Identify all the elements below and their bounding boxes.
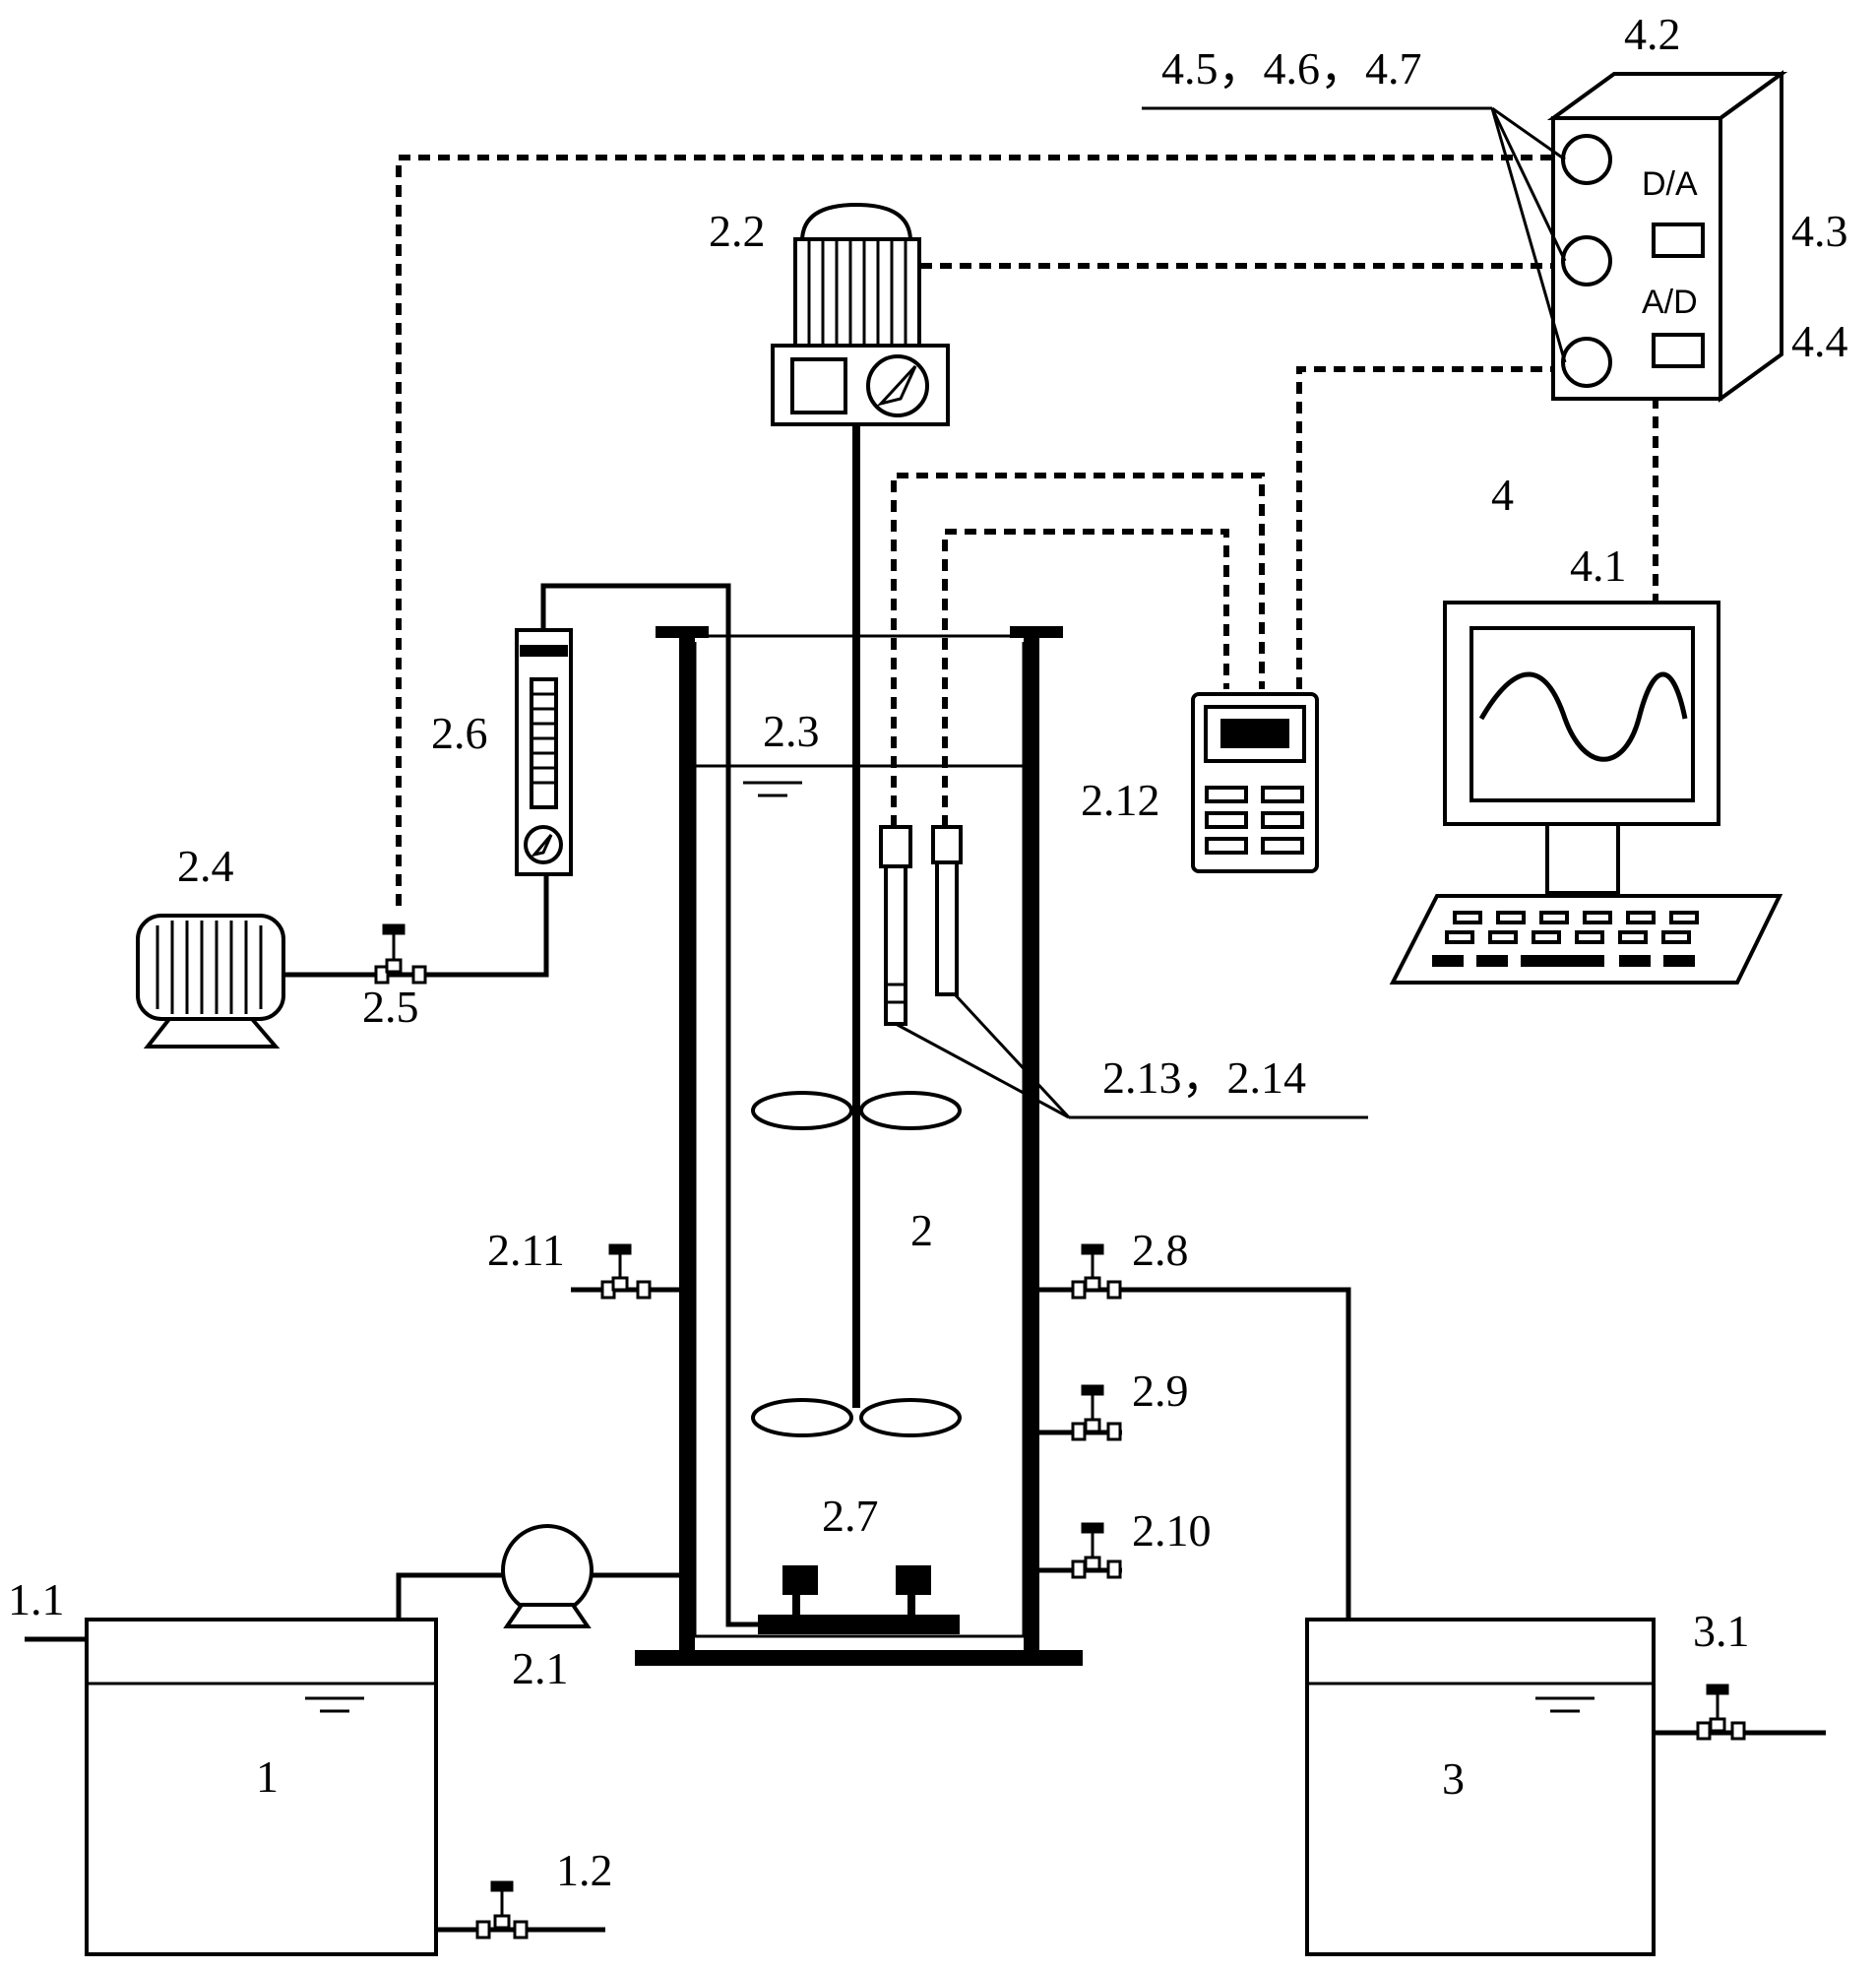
- label-2-5: 2.5: [362, 982, 419, 1032]
- valve-1-2-icon: [475, 1880, 529, 1939]
- label-2-2: 2.2: [709, 206, 766, 256]
- label-reactor: 2: [910, 1205, 933, 1255]
- air-compressor: [136, 914, 285, 1049]
- label-2-8: 2.8: [1132, 1225, 1189, 1275]
- label-2-10: 2.10: [1132, 1505, 1212, 1556]
- valve-2-10-icon: [1071, 1522, 1122, 1579]
- probes: [879, 825, 1368, 1119]
- effluent-tank: [1305, 1618, 1826, 1956]
- label-2-6: 2.6: [431, 708, 488, 758]
- label-da: D/A: [1642, 165, 1698, 203]
- label-2-13-2-14: 2.13，2.14: [1102, 1052, 1306, 1103]
- meter-2-12: [1191, 692, 1319, 873]
- signal-lines: [396, 155, 1658, 906]
- label-4-4: 4.4: [1791, 316, 1848, 366]
- air-line: [282, 583, 758, 1627]
- labels: 1 1.1 1.2 2 2.1 2.2 2.3 2.4 2.5 2.6 2.7 …: [8, 9, 1848, 1895]
- label-2-11: 2.11: [487, 1225, 565, 1275]
- label-3-1: 3.1: [1693, 1606, 1750, 1656]
- valves: [374, 923, 1746, 1939]
- valve-2-11-icon: [600, 1243, 652, 1300]
- label-2-1: 2.1: [512, 1643, 569, 1693]
- valve-3-1-icon: [1696, 1684, 1746, 1741]
- valve-2-9-icon: [1071, 1384, 1122, 1441]
- valve-2-5-icon: [374, 923, 427, 985]
- reactor-vessel: [635, 626, 1083, 1666]
- feed-tank: [25, 1618, 605, 1956]
- label-2-3: 2.3: [763, 706, 820, 756]
- label-2-9: 2.9: [1132, 1366, 1189, 1416]
- control-box: [1546, 70, 1788, 403]
- label-1-2: 1.2: [556, 1845, 613, 1895]
- label-1-1: 1.1: [8, 1574, 65, 1624]
- stirrer-motor: [771, 202, 950, 426]
- label-4-5-4-6-4-7: 4.5，4.6，4.7: [1161, 43, 1422, 94]
- feed-pump: [501, 1524, 594, 1628]
- label-feed-tank: 1: [256, 1751, 279, 1802]
- label-4-1: 4.1: [1570, 540, 1627, 591]
- label-2-12: 2.12: [1081, 775, 1160, 825]
- label-ad: A/D: [1642, 284, 1698, 321]
- label-2-7: 2.7: [822, 1491, 879, 1541]
- label-4-2: 4.2: [1624, 9, 1681, 59]
- label-4-3: 4.3: [1791, 206, 1848, 256]
- label-control-system: 4: [1491, 470, 1514, 520]
- label-effluent-tank: 3: [1442, 1753, 1465, 1804]
- aerator: [758, 1565, 960, 1634]
- computer: [1389, 601, 1783, 985]
- stirrer: [751, 423, 962, 1437]
- label-2-4: 2.4: [177, 841, 234, 891]
- relay-leader-lines: [1142, 106, 1567, 363]
- flowmeter: [515, 628, 573, 876]
- valve-2-8-icon: [1071, 1243, 1122, 1300]
